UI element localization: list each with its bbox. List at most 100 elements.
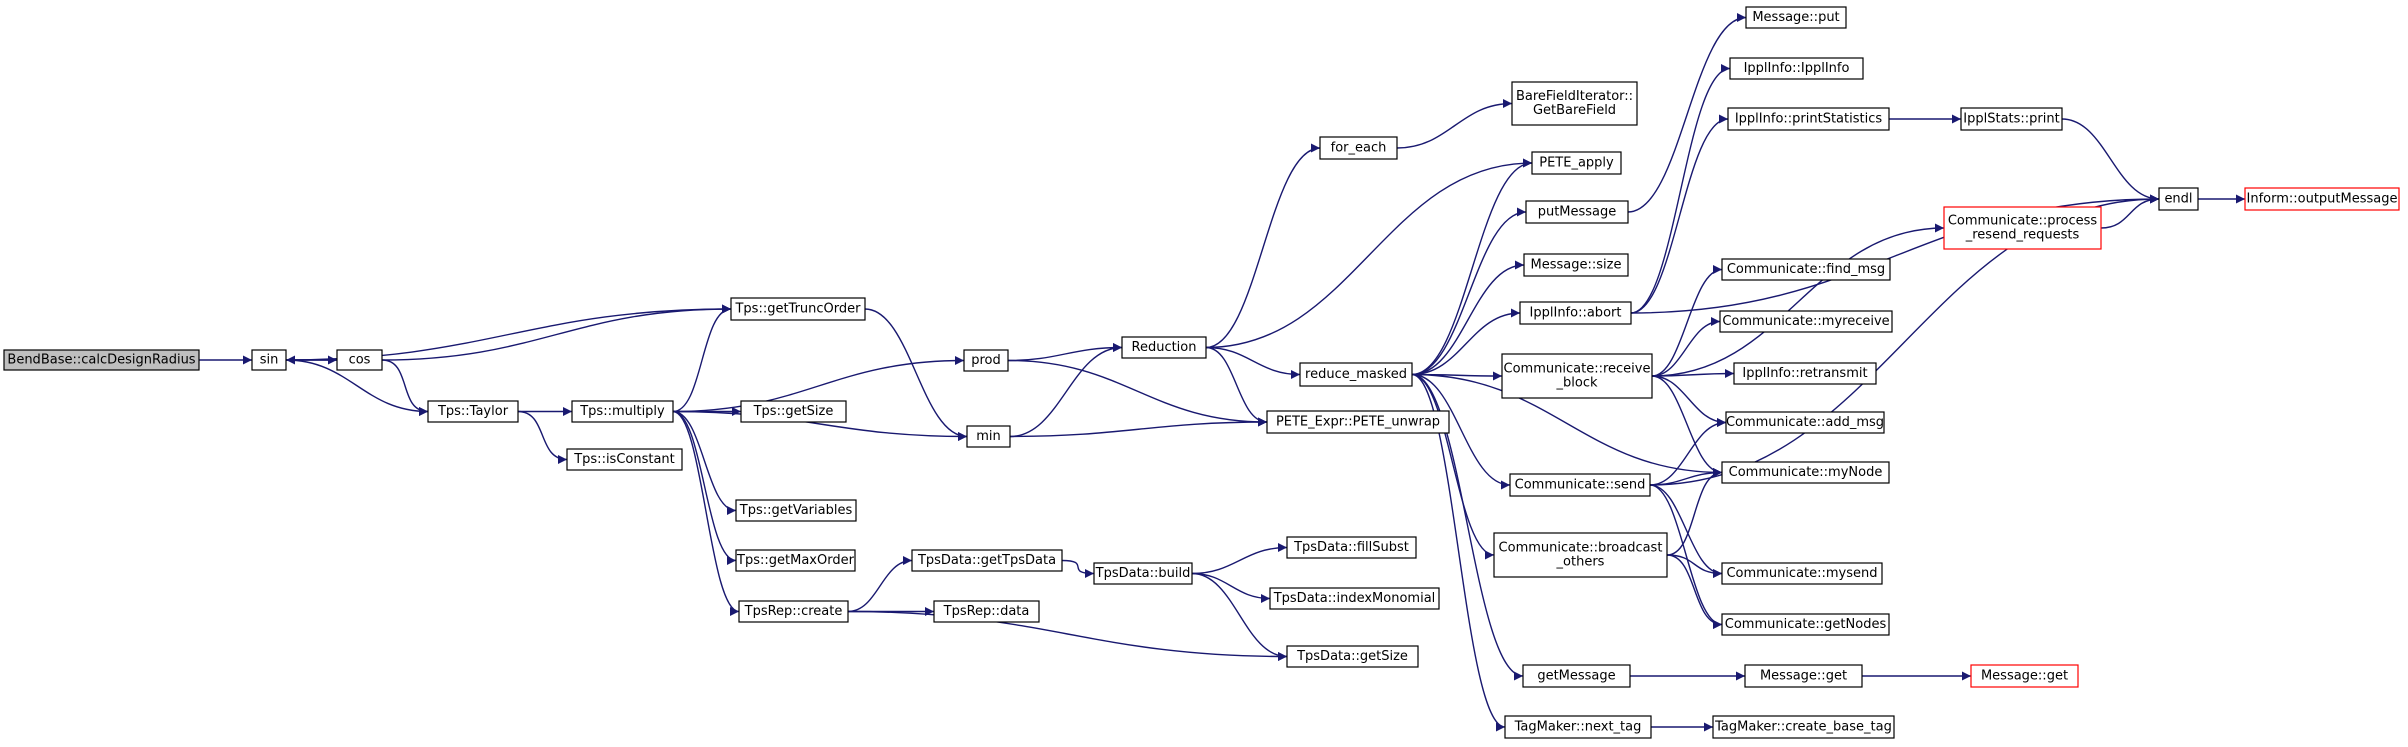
node-tps-getsize[interactable]: Tps::getSize	[740, 400, 847, 423]
call-arrow	[1411, 308, 1521, 376]
node-box	[740, 400, 847, 423]
call-edge-n22-n30	[1411, 373, 1495, 560]
node-label: TpsData::indexMonomial	[1273, 591, 1436, 606]
node-communicate-mynode[interactable]: Communicate::myNode	[1721, 461, 1890, 484]
node-message-get[interactable]: Message::get	[1744, 664, 1863, 688]
node-label: prod	[971, 353, 1001, 368]
node-box	[1970, 664, 2079, 688]
call-edge-n5-n8	[672, 410, 737, 515]
node-tpsdata-fillsubst[interactable]: TpsData::fillSubst	[1286, 536, 1417, 559]
call-edge-n12-n23	[1009, 417, 1268, 438]
call-arrow	[1651, 317, 1721, 377]
call-arrow	[1630, 114, 1729, 314]
node-box	[911, 549, 1063, 572]
node-ipplinfo-ipplinfo[interactable]: IpplInfo::IpplInfo	[1729, 57, 1864, 80]
call-arrow	[1666, 468, 1723, 556]
node-tps-isconstant[interactable]: Tps::isConstant	[566, 448, 683, 471]
node-pete-apply[interactable]: PETE_apply	[1531, 151, 1622, 175]
node-tpsdata-gettpsdata[interactable]: TpsData::getTpsData	[911, 549, 1063, 572]
node-box	[1725, 411, 1885, 434]
node-box	[566, 448, 683, 471]
node-tps-getvariables[interactable]: Tps::getVariables	[735, 499, 857, 522]
node-box	[1719, 310, 1893, 333]
call-arrow	[1666, 554, 1723, 629]
node-getmessage[interactable]: getMessage	[1522, 664, 1631, 688]
node-for-each[interactable]: for_each	[1319, 136, 1398, 160]
node-box	[427, 400, 519, 423]
call-edges	[199, 13, 2245, 732]
node-bendbase-calcdesignradius[interactable]: BendBase::calcDesignRadius	[3, 349, 200, 371]
node-min[interactable]: min	[966, 425, 1011, 448]
node-communicate-myreceive[interactable]: Communicate::myreceive	[1719, 310, 1893, 333]
node-tps-getmaxorder[interactable]: Tps::getMaxOrder	[735, 549, 856, 572]
node-box	[1299, 362, 1413, 387]
node-label: TpsData::build	[1095, 566, 1191, 581]
node-cos[interactable]: cos	[336, 349, 383, 371]
node-ipplinfo-printstatistics[interactable]: IpplInfo::printStatistics	[1727, 107, 1890, 131]
call-edge-n28-n37	[1651, 223, 1945, 377]
node-tagmaker-next-tag[interactable]: TagMaker::next_tag	[1504, 715, 1652, 739]
node-communicate-receive-block[interactable]: Communicate::receive_block	[1501, 353, 1653, 399]
node-box	[1733, 362, 1877, 385]
node-box	[1319, 136, 1398, 160]
call-arrow	[1627, 13, 1747, 213]
node-reduce-masked[interactable]: reduce_masked	[1299, 362, 1413, 387]
node-communicate-getnodes[interactable]: Communicate::getNodes	[1721, 613, 1890, 636]
node-communicate-process-resend-requests[interactable]: Communicate::process_resend_requests	[1943, 206, 2102, 250]
call-arrow	[1649, 484, 1723, 629]
node-communicate-send[interactable]: Communicate::send	[1509, 473, 1651, 497]
call-arrow	[381, 304, 732, 361]
node-box	[1525, 200, 1629, 224]
call-arrow	[847, 556, 913, 613]
node-communicate-mysend[interactable]: Communicate::mysend	[1721, 562, 1883, 585]
node-label: TagMaker::create_base_tag	[1714, 720, 1892, 735]
call-edge-n11-n19	[1007, 343, 1123, 362]
node-tps-taylor[interactable]: Tps::Taylor	[427, 400, 519, 423]
node-tpsdata-build[interactable]: TpsData::build	[1093, 562, 1193, 585]
node-tps-gettruncorder[interactable]: Tps::getTruncOrder	[730, 297, 866, 321]
node-inform-outputmessage[interactable]: Inform::outputMessage	[2244, 187, 2400, 211]
node-ipplinfo-retransmit[interactable]: IpplInfo::retransmit	[1733, 362, 1877, 385]
node-endl[interactable]: endl	[2158, 187, 2199, 211]
call-edge-n20-n21	[1396, 99, 1513, 149]
node-tpsdata-indexmonomial[interactable]: TpsData::indexMonomial	[1269, 587, 1440, 610]
node-label: for_each	[1331, 141, 1387, 156]
node-tpsrep-create[interactable]: TpsRep::create	[738, 600, 849, 623]
node-box	[1727, 107, 1890, 131]
node-tagmaker-create-base-tag[interactable]: TagMaker::create_base_tag	[1712, 715, 1895, 739]
node-prod[interactable]: prod	[963, 349, 1009, 372]
call-arrow	[1205, 346, 1301, 379]
node-reduction[interactable]: Reduction	[1121, 336, 1207, 359]
node-communicate-broadcast-others[interactable]: Communicate::broadcast_others	[1493, 532, 1668, 578]
node-ipplstats-print[interactable]: IpplStats::print	[1960, 107, 2063, 131]
node-tpsdata-getsize[interactable]: TpsData::getSize	[1286, 645, 1419, 668]
node-putmessage[interactable]: putMessage	[1525, 200, 1629, 224]
node-message-put[interactable]: Message::put	[1745, 6, 1847, 29]
call-edge-n19-n20	[1205, 143, 1321, 349]
node-label: Communicate::process	[1948, 214, 2098, 229]
call-arrow	[1411, 207, 1527, 376]
call-edge-n30-n43	[1666, 554, 1723, 578]
call-edge-n15-n18	[1191, 572, 1288, 661]
node-box	[738, 600, 849, 623]
node-tpsrep-data[interactable]: TpsRep::data	[933, 600, 1040, 623]
node-communicate-find-msg[interactable]: Communicate::find_msg	[1721, 258, 1891, 281]
node-box	[1093, 562, 1193, 585]
node-message-get[interactable]: Message::get	[1970, 664, 2079, 688]
node-label: _resend_requests	[1965, 228, 2080, 243]
node-label: Communicate::myNode	[1729, 465, 1883, 480]
node-box	[1721, 613, 1890, 636]
node-ipplinfo-abort[interactable]: IpplInfo::abort	[1519, 301, 1632, 325]
node-pete-expr-pete-unwrap[interactable]: PETE_Expr::PETE_unwrap	[1266, 410, 1450, 434]
node-label: TagMaker::next_tag	[1514, 720, 1642, 735]
node-label: Message::put	[1752, 10, 1839, 25]
node-tps-multiply[interactable]: Tps::multiply	[571, 400, 674, 423]
call-edge-n15-n17	[1191, 572, 1271, 603]
node-box	[1721, 258, 1891, 281]
node-communicate-add-msg[interactable]: Communicate::add_msg	[1725, 411, 1885, 434]
node-label: putMessage	[1538, 205, 1617, 220]
node-message-size[interactable]: Message::size	[1523, 253, 1629, 277]
node-barefielditerator-getbarefield[interactable]: BareFieldIterator::GetBareField	[1511, 81, 1638, 126]
node-box	[1269, 587, 1440, 610]
node-sin[interactable]: sin	[251, 349, 287, 371]
